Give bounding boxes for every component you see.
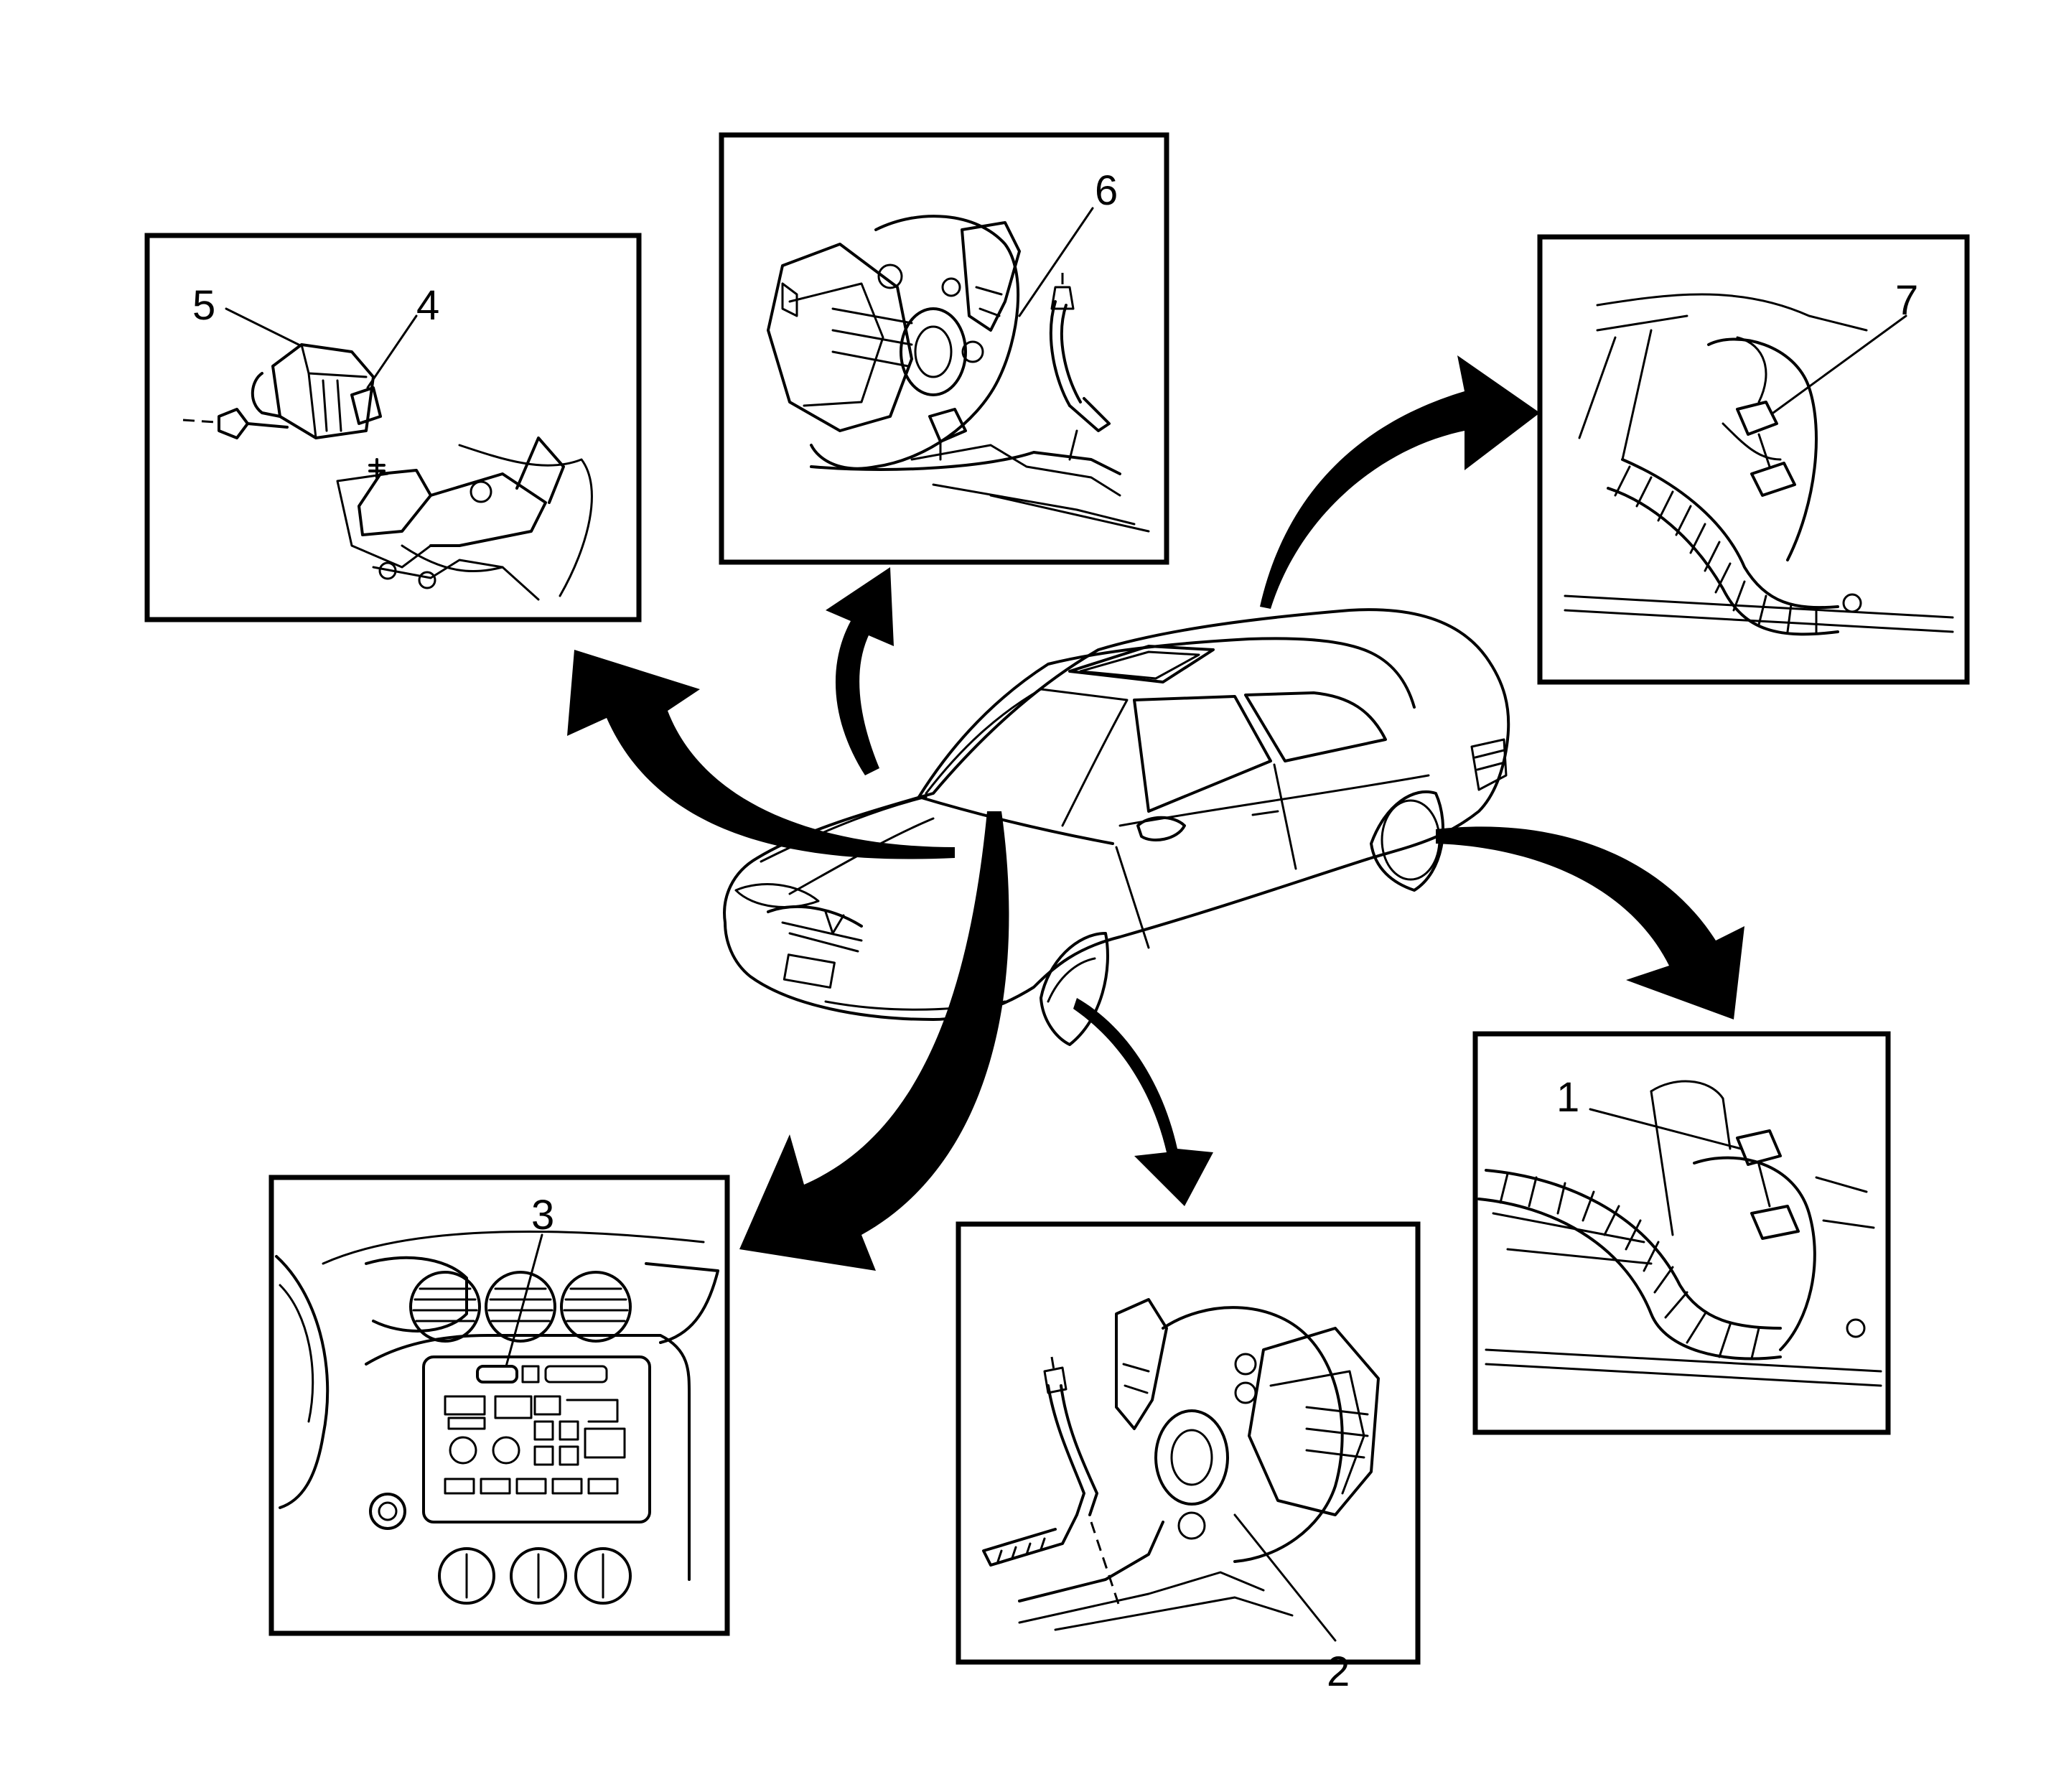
arrow-to-dash-controls bbox=[739, 811, 1009, 1271]
panel-sensor-module: 5 4 bbox=[144, 233, 642, 622]
arrow-to-left-front-wheel bbox=[1073, 998, 1213, 1206]
arrow-to-right-rear-harness bbox=[1436, 826, 1744, 1019]
panel-left-front-wheel: 2 bbox=[956, 1221, 1421, 1695]
callout-6: 6 bbox=[1095, 167, 1118, 214]
arrow-to-sensor-module bbox=[567, 650, 955, 859]
callout-5: 5 bbox=[192, 282, 215, 329]
air-vent-right bbox=[560, 1271, 632, 1343]
air-vent-center bbox=[485, 1271, 556, 1343]
dash-control-button bbox=[476, 1365, 518, 1383]
callout-3: 3 bbox=[531, 1192, 554, 1238]
callout-7: 7 bbox=[1895, 277, 1918, 324]
panel-right-front-wheel: 6 bbox=[719, 132, 1169, 565]
air-vent-left bbox=[409, 1271, 481, 1343]
arrows bbox=[567, 355, 1744, 1271]
arrow-to-right-front-wheel bbox=[826, 567, 894, 775]
callout-2: 2 bbox=[1327, 1648, 1350, 1695]
arrow-to-left-rear-harness bbox=[1260, 355, 1540, 609]
vehicle-coupe-illustration bbox=[723, 608, 1510, 1046]
panel-dash-controls: 3 bbox=[268, 1175, 730, 1636]
callout-1: 1 bbox=[1556, 1074, 1579, 1121]
panel-right-rear-harness: 1 bbox=[1472, 1031, 1891, 1435]
panel-left-rear-harness: 7 bbox=[1537, 234, 1970, 685]
callout-4: 4 bbox=[416, 282, 439, 329]
